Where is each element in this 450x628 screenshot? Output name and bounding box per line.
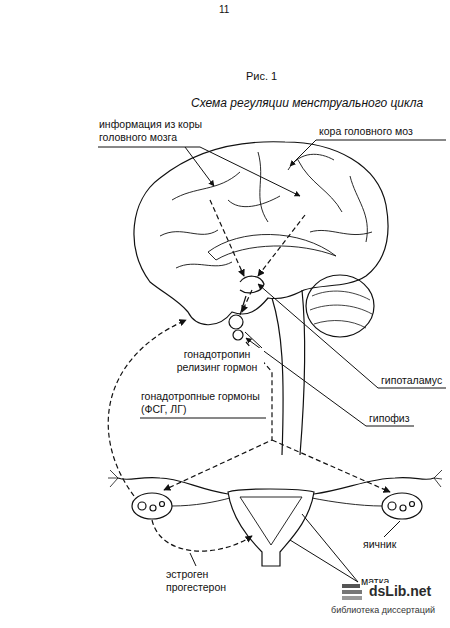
cerebellum [306,275,374,337]
pituitary-lobe [233,330,243,340]
fimbriae [108,470,442,487]
follicle [410,502,415,507]
figure-number: Рис. 1 [245,70,278,83]
leader-line [290,540,358,582]
cerebrum-outline [134,142,388,325]
fallopian-tube [314,478,434,494]
callout-label: гонадотропин релизинг гормон [170,348,264,373]
follicle [400,505,406,511]
leader-line [378,388,446,389]
page-number: 11 [218,4,230,16]
gyri [160,152,372,268]
callout-label: кора головного моз [318,125,414,138]
fallopian-tube [118,478,228,494]
follicle [138,502,146,510]
watermark-icon [342,584,362,600]
signal-arrow [242,290,252,312]
uterus-drawing [108,470,442,566]
leader-line [302,514,358,582]
callout-label: эстроген прогестерон [165,568,239,593]
callout-label: гонадотропные гормоны (ФСГ, ЛГ) [140,390,268,415]
signal-arrow [164,342,272,490]
leader-line [290,140,316,166]
estrogen-arrow [152,520,252,551]
follicle [150,505,156,511]
leader-line [190,553,196,566]
callout-label: гипоталамус [380,374,443,387]
signal-arrow [272,440,390,492]
leader-line [245,332,262,348]
callout-label: гипофиз [368,412,411,425]
leader-lines [98,140,446,582]
watermark: библиотека диссертаций [330,605,436,616]
follicle [160,502,165,507]
signal-arrow [258,215,305,276]
hormone-pathways [108,200,390,551]
ovarian-ligament [172,498,382,506]
diagram-title: Схема регуляции менструального цикла [190,96,424,110]
brainstem [272,290,305,455]
follicle [388,502,396,510]
brain-drawing [134,142,388,455]
signal-arrow [210,200,244,276]
pituitary-gland [229,315,243,329]
uterine-cavity [240,497,302,545]
callout-label: яичник [362,538,397,551]
cerebellum-folia [310,291,372,328]
leader-line [316,140,446,141]
watermark: dsLib.net [368,583,432,600]
callout-label: информация из коры головного мозга [98,118,220,143]
leader-line [140,418,266,419]
leader-line [384,521,400,537]
leader-line [258,284,378,388]
leader-line [366,426,414,427]
ovary [132,493,172,519]
uterus-body [228,489,314,566]
leader-line [185,147,214,186]
leader-line [200,147,300,196]
ovary [382,493,422,519]
